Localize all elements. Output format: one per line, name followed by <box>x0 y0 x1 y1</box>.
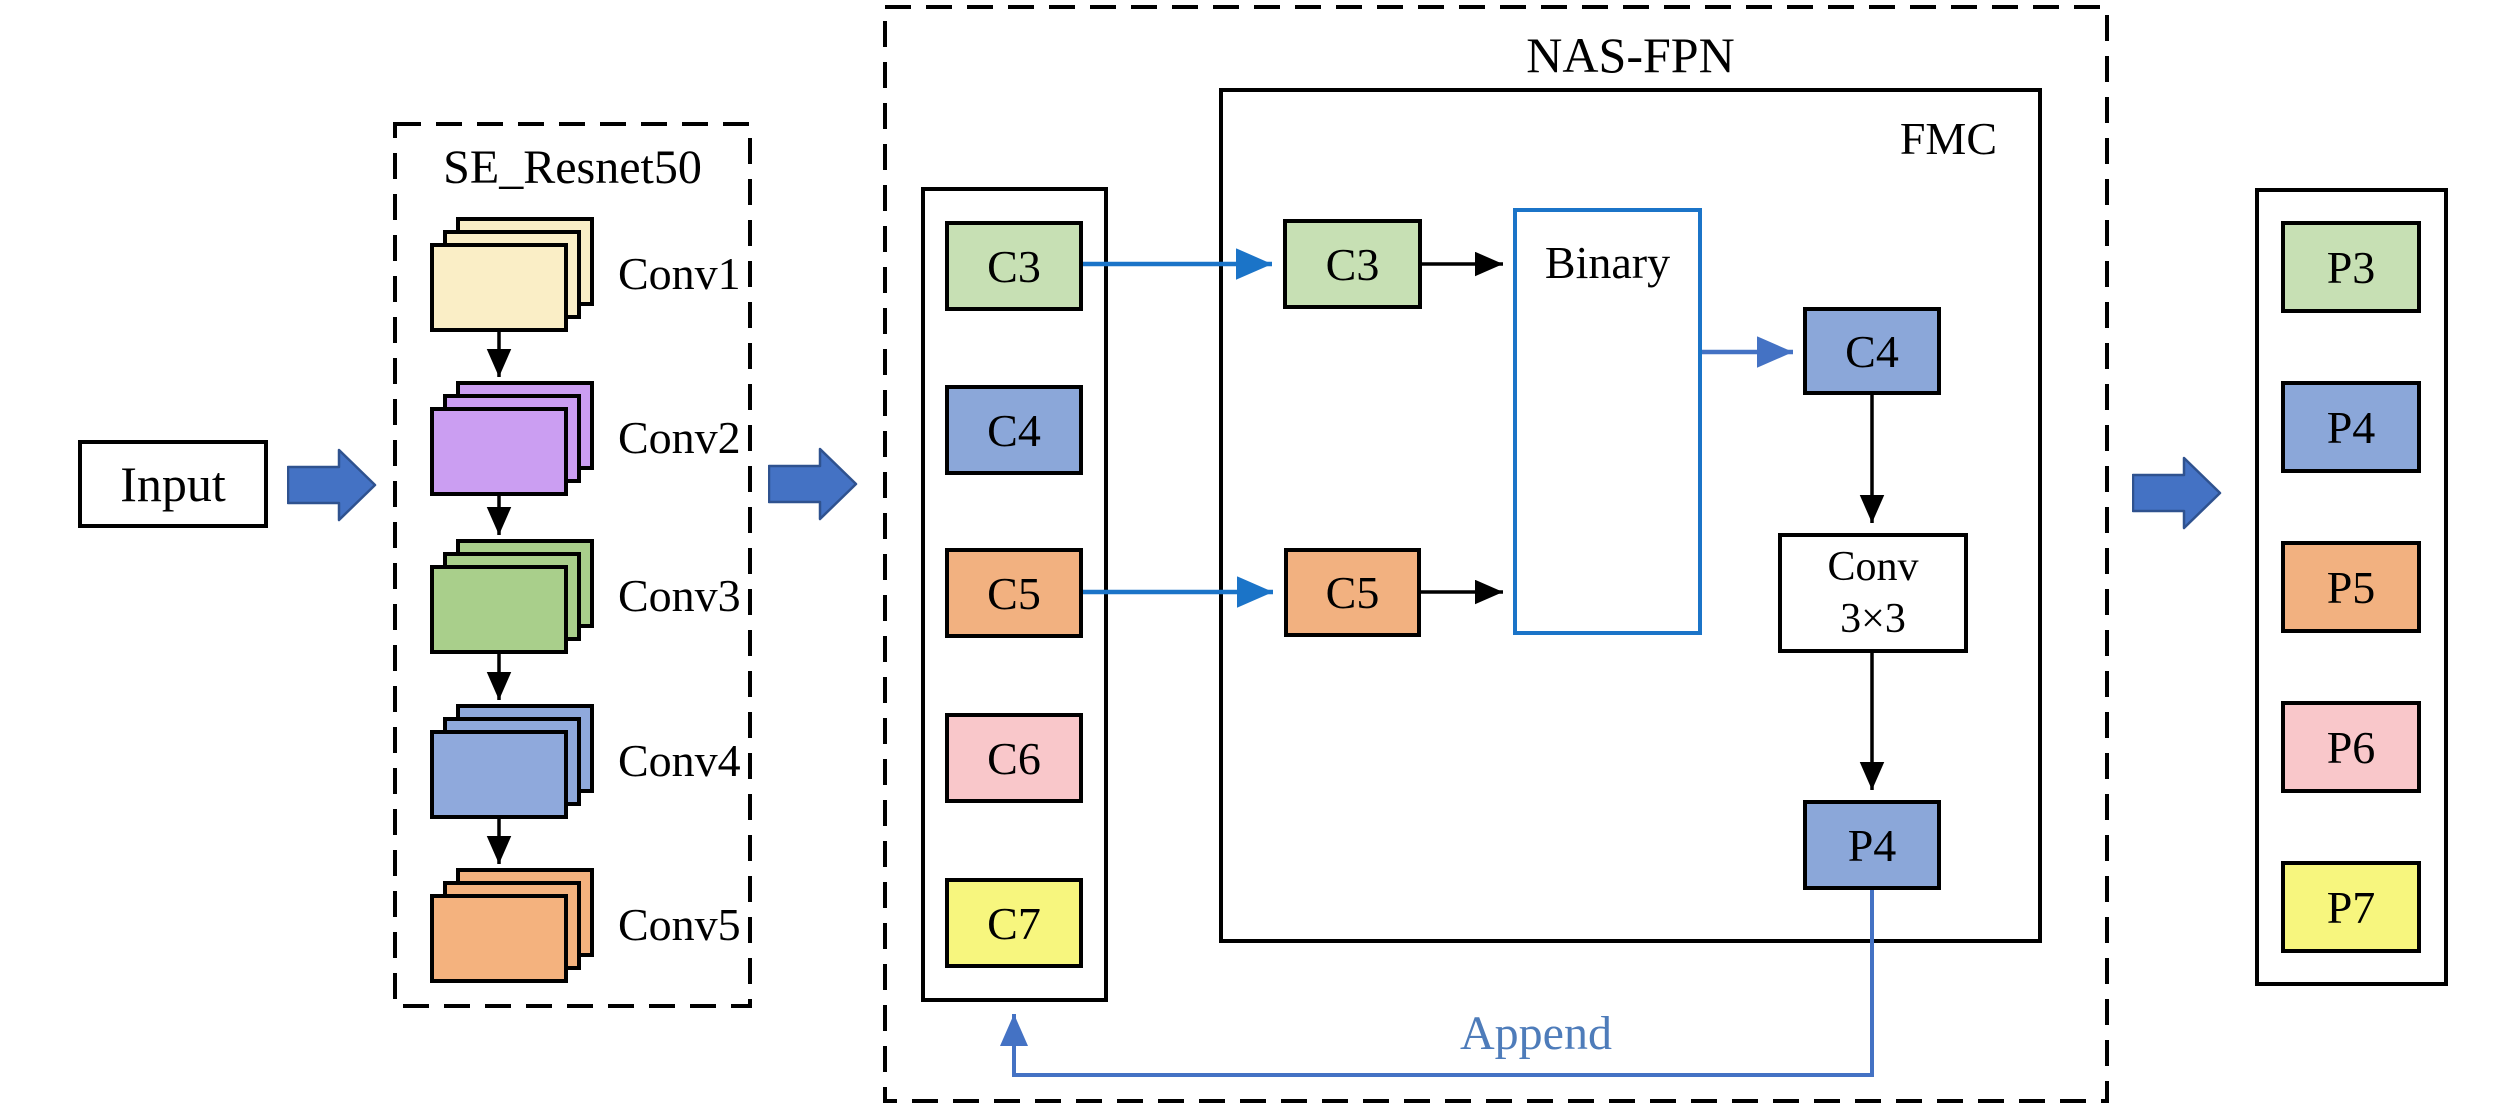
conv3x3-line1: Conv <box>1827 543 1919 590</box>
feature-c6-label: C6 <box>987 732 1041 784</box>
output-p5: P5 <box>2281 541 2421 633</box>
block-arrow-icon <box>2132 456 2222 530</box>
append-label: Append <box>1460 1007 1612 1060</box>
input-box: Input <box>78 440 268 528</box>
block-arrow-icon <box>287 448 377 522</box>
output-p3: P3 <box>2281 221 2421 313</box>
output-p5-label: P5 <box>2326 561 2376 613</box>
feature-c7-label: C7 <box>987 897 1041 949</box>
stack-layer-front <box>430 565 568 654</box>
fmc-title: FMC <box>1899 113 1997 164</box>
binary-box: Binary <box>1513 208 1702 635</box>
fmc-c4: C4 <box>1803 307 1941 395</box>
stack-layer-front <box>430 243 568 332</box>
output-p4-label: P4 <box>2326 401 2376 453</box>
flow-arrow-input-to-backbone <box>287 448 377 522</box>
feature-c3-label: C3 <box>987 240 1041 292</box>
output-p3-label: P3 <box>2326 241 2376 293</box>
feature-c7: C7 <box>945 878 1083 968</box>
backbone-title: SE_Resnet50 <box>443 141 702 194</box>
conv-stack-label: Conv5 <box>618 899 741 950</box>
conv3x3-box: Conv 3×3 <box>1778 533 1968 653</box>
feature-c3: C3 <box>945 221 1083 311</box>
nasfpn-title: NAS-FPN <box>1526 27 1735 83</box>
output-p7-label: P7 <box>2326 881 2376 933</box>
stack-layer-front <box>430 407 568 496</box>
output-p7: P7 <box>2281 861 2421 953</box>
fmc-p4: P4 <box>1803 800 1941 890</box>
fmc-input-c3: C3 <box>1283 219 1422 309</box>
block-arrow-icon <box>768 447 858 521</box>
fmc-c4-label: C4 <box>1845 325 1899 377</box>
feature-c4-label: C4 <box>987 404 1041 456</box>
feature-c4: C4 <box>945 385 1083 475</box>
fmc-input-c5-label: C5 <box>1325 567 1380 618</box>
stack-layer-front <box>430 894 568 983</box>
feature-c5: C5 <box>945 548 1083 638</box>
fmc-input-c5: C5 <box>1284 548 1421 637</box>
fmc-input-c3-label: C3 <box>1325 238 1380 290</box>
feature-c5-label: C5 <box>987 567 1041 619</box>
stack-layer-front <box>430 730 568 819</box>
conv-stack-label: Conv2 <box>618 412 741 463</box>
feature-c6: C6 <box>945 713 1083 803</box>
conv-stack-label: Conv4 <box>618 735 741 786</box>
flow-arrow-nasfpn-to-outputs <box>2132 456 2222 530</box>
fmc-p4-label: P4 <box>1847 819 1897 871</box>
output-p4: P4 <box>2281 381 2421 473</box>
output-p6: P6 <box>2281 701 2421 793</box>
conv-stack-label: Conv3 <box>618 570 741 621</box>
input-label: Input <box>120 456 226 512</box>
conv-stack-label: Conv1 <box>618 248 741 299</box>
conv3x3-line2: 3×3 <box>1840 596 1906 642</box>
output-p6-label: P6 <box>2326 721 2376 773</box>
flow-arrow-backbone-to-nasfpn <box>768 447 858 521</box>
binary-label: Binary <box>1544 237 1671 288</box>
